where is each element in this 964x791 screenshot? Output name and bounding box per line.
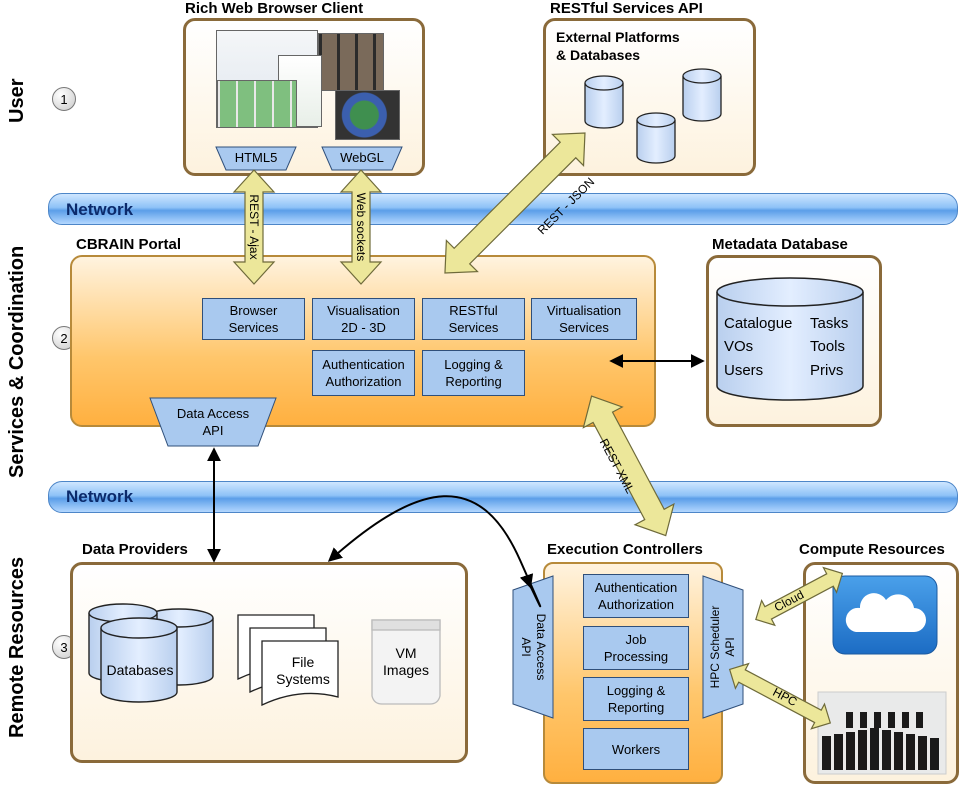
network-bar-bottom (48, 481, 958, 513)
data-providers-title: Data Providers (82, 541, 188, 558)
cloud-arrow (755, 566, 844, 627)
portal-service-visualisation: Visualisation 2D - 3D (312, 298, 415, 340)
rest-ajax-label: REST - Ajax (247, 194, 261, 260)
vm-images-icon (371, 619, 441, 705)
databases-label: Databases (106, 662, 174, 678)
html5-label: HTML5 (234, 150, 278, 165)
restful-api-title: RESTful Services API (550, 0, 703, 17)
exec-service-job-processing: Job Processing (583, 626, 689, 670)
metadata-item-users: Users (724, 362, 764, 379)
layer-number-1: 1 (52, 87, 76, 111)
hpc-racks (822, 712, 939, 770)
layer-number-2: 2 (52, 326, 76, 350)
rest-json-arrow (444, 132, 586, 274)
hpc-arrow (728, 662, 832, 730)
metadata-title: Metadata Database (712, 236, 848, 253)
metadata-item-vos: VOs (724, 338, 754, 355)
network-label-top: Network (66, 200, 134, 219)
hpc-scheduler-label: HPC Scheduler API (708, 605, 737, 689)
compute-title: Compute Resources (799, 541, 945, 558)
vm-images-label: VM Images (383, 645, 429, 678)
provider-exec-curve-arrow (327, 495, 542, 608)
portal-service-virtualisation: Virtualisation Services (531, 298, 637, 340)
external-db-cylinder-3 (636, 112, 676, 164)
exec-service-workers: Workers (583, 728, 689, 770)
portal-service-logging: Logging & Reporting (422, 350, 525, 396)
rest-ajax-arrow (232, 169, 276, 285)
portal-service-authentication: Authentication Authorization (312, 350, 415, 396)
cloud-icon (845, 593, 926, 632)
exec-data-access-label: Data Access API (519, 613, 548, 681)
network-label-bottom: Network (66, 487, 134, 506)
metadata-item-tools: Tools (810, 338, 846, 355)
web-sockets-label: Web sockets (354, 192, 368, 262)
webgl-tab-shape (321, 146, 403, 171)
webgl-label: WebGL (340, 150, 384, 165)
portal-title: CBRAIN Portal (76, 236, 182, 253)
exec-service-authentication: Authentication Authorization (583, 574, 689, 618)
html5-tab-shape (215, 146, 297, 171)
metadata-item-tasks: Tasks (810, 315, 849, 332)
portal-data-access-shape (149, 397, 277, 447)
brain-slices-image (217, 80, 297, 128)
web-sockets-arrow (339, 169, 383, 285)
browser-client-title: Rich Web Browser Client (185, 0, 364, 17)
hpc-scheduler-shape (702, 575, 744, 719)
external-db-cylinder-1 (584, 75, 624, 129)
external-db-cylinder-2 (682, 68, 722, 122)
portal-service-restful: RESTful Services (422, 298, 525, 340)
metadata-item-privs: Privs (810, 362, 844, 379)
file-systems-icon (237, 614, 339, 707)
metadata-cylinder (716, 277, 864, 401)
brain-grid-image (318, 33, 384, 91)
portal-service-browser: Browser Services (202, 298, 305, 340)
execution-title: Execution Controllers (547, 541, 703, 558)
metadata-item-catalogue: Catalogue (724, 315, 793, 332)
databases-stack (88, 603, 214, 703)
brain-render-image (335, 90, 400, 140)
file-systems-label: File Systems (276, 654, 330, 687)
rest-xml-arrow (582, 395, 675, 537)
exec-data-access-shape (512, 575, 554, 719)
restful-api-subtitle: External Platforms & Databases (556, 29, 680, 63)
exec-service-logging: Logging & Reporting (583, 677, 689, 721)
portal-data-access-label: Data Access API (176, 406, 250, 438)
